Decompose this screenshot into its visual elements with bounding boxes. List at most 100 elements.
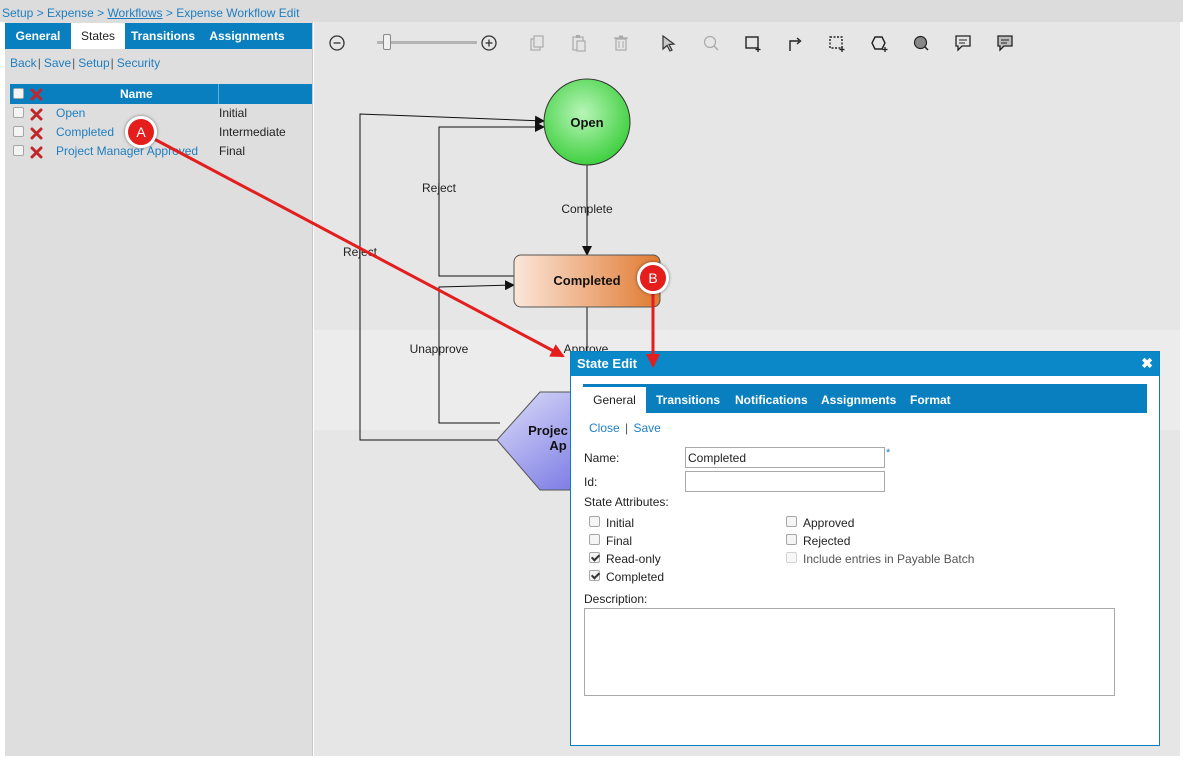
setup-link[interactable]: Setup [78,56,110,70]
annotation-marker-a: A [125,116,157,148]
close-link[interactable]: Close [589,421,620,435]
breadcrumb-current: Expense Workflow Edit [176,6,300,20]
dialog-tab-bar: General Transitions Notifications Assign… [583,387,1147,413]
tab-general[interactable]: General [15,29,61,43]
dialog-tab-rule [583,384,1147,387]
fill-icon[interactable] [910,32,932,54]
breadcrumb: Setup > Expense > Workflows > Expense Wo… [0,0,1183,22]
left-panel: General States Transitions Assignments B… [5,22,313,756]
add-note-icon[interactable] [952,32,974,54]
required-marker: * [886,447,891,459]
link-separator: | [110,56,114,70]
delete-icon[interactable] [610,32,632,54]
paste-icon[interactable] [568,32,590,54]
delete-row-icon[interactable] [30,146,43,159]
breadcrumb-separator: > [93,6,108,20]
id-label: Id: [584,475,598,489]
state-name-link[interactable]: Open [56,106,86,120]
rejected-label: Rejected [803,534,851,548]
state-edit-dialog: State Edit ✖ General Transitions Notific… [570,351,1160,746]
dialog-tab-general[interactable]: General [583,387,646,413]
read-only-checkbox[interactable] [589,552,600,563]
back-link[interactable]: Back [10,56,37,70]
annotation-marker-b: B [637,262,669,294]
column-header-name[interactable]: Name [120,87,153,101]
payable-batch-label: Include entries in Payable Batch [803,552,975,566]
dialog-header: State Edit ✖ [571,352,1159,376]
security-link[interactable]: Security [116,56,161,70]
save-link[interactable]: Save [633,421,661,435]
link-separator: | [625,421,629,435]
column-divider [218,84,219,104]
initial-checkbox[interactable] [589,516,600,527]
payable-batch-checkbox [786,552,797,563]
row-checkbox[interactable] [13,107,24,118]
delete-all-icon[interactable] [30,88,43,101]
add-shape-icon[interactable] [868,32,890,54]
dialog-tab-assignments[interactable]: Assignments [821,393,897,407]
copy-icon[interactable] [526,32,548,54]
table-row: Completed Intermediate [10,123,312,142]
breadcrumb-separator: > [162,6,177,20]
dialog-action-links: Close | Save [589,421,661,435]
delete-row-icon[interactable] [30,127,43,140]
description-textarea[interactable] [584,608,1115,696]
comment-icon[interactable] [994,32,1016,54]
dialog-tab-transitions[interactable]: Transitions [656,393,721,407]
delete-row-icon[interactable] [30,108,43,121]
name-label: Name: [584,451,620,465]
read-only-label: Read-only [606,552,661,566]
state-attributes-label: State Attributes: [584,495,669,509]
table-row: Open Initial [10,104,312,123]
lasso-icon[interactable] [700,32,722,54]
state-node-open[interactable]: Open [543,78,631,166]
state-node-label: Completed [553,273,620,288]
approved-label: Approved [803,516,855,530]
table-row: Project Manager Approved Final [10,142,312,161]
row-checkbox[interactable] [13,126,24,137]
zoom-in-icon[interactable] [478,32,500,54]
breadcrumb-separator: > [33,6,48,20]
name-field[interactable] [685,447,885,468]
select-all-checkbox[interactable] [13,88,24,99]
initial-label: Initial [606,516,635,530]
description-label: Description: [584,592,648,606]
breadcrumb-expense[interactable]: Expense [47,6,94,20]
state-node-label: Ap [549,438,566,453]
add-state-icon[interactable] [742,32,764,54]
completed-checkbox[interactable] [589,570,600,581]
save-link[interactable]: Save [43,56,72,70]
completed-label: Completed [606,570,665,584]
diagram-toolbar [325,30,1045,58]
state-name-link[interactable]: Project Manager Approved [56,144,199,158]
rejected-checkbox[interactable] [786,534,797,545]
add-transition-icon[interactable] [784,32,806,54]
tab-states[interactable]: States [71,23,125,49]
left-tab-bar: General States Transitions Assignments [5,23,312,49]
row-checkbox[interactable] [13,145,24,156]
select-area-icon[interactable] [826,32,848,54]
dialog-tab-format[interactable]: Format [910,393,951,407]
left-action-links: Back|Save|Setup|Security [10,56,160,70]
state-node-label: Projec [528,423,568,438]
zoom-slider-handle[interactable] [383,34,391,50]
breadcrumb-setup[interactable]: Setup [2,6,34,20]
id-field[interactable] [685,471,885,492]
tab-transitions[interactable]: Transitions [130,29,195,43]
pointer-icon[interactable] [658,32,680,54]
dialog-tab-notifications[interactable]: Notifications [735,393,808,407]
final-checkbox[interactable] [589,534,600,545]
dialog-title: State Edit [577,356,637,371]
state-type: Final [219,144,246,158]
state-name-link[interactable]: Completed [56,125,115,139]
final-label: Final [606,534,633,548]
state-type: Intermediate [219,125,286,139]
zoom-slider-track[interactable] [377,41,477,44]
zoom-out-icon[interactable] [326,32,348,54]
breadcrumb-workflows[interactable]: Workflows [107,6,163,20]
close-icon[interactable]: ✖ [1141,355,1153,371]
tab-assignments[interactable]: Assignments [209,29,285,43]
state-node-label: Open [570,115,603,130]
link-separator: | [72,56,76,70]
approved-checkbox[interactable] [786,516,797,527]
